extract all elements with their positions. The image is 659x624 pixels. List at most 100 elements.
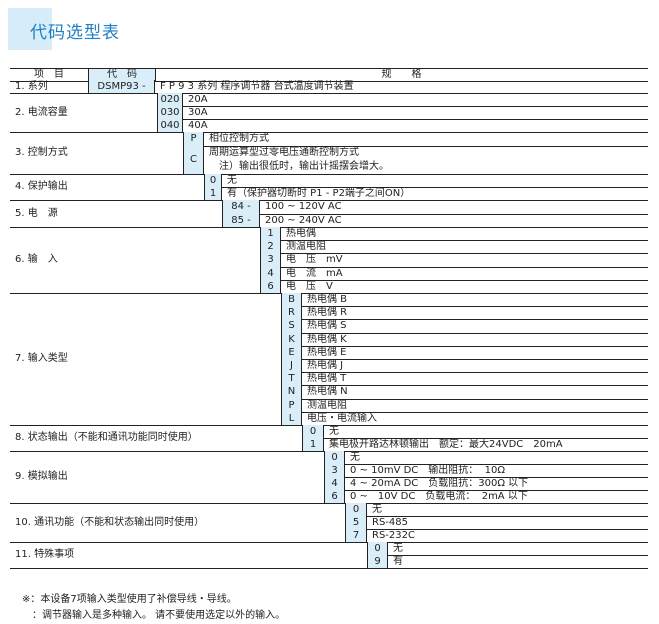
option-description: 周期运算型过零电压通断控制方式 注）输出很低时，输出计摇摆会增大。 bbox=[209, 147, 389, 172]
option-description: 测温电阻 bbox=[307, 399, 347, 411]
option-description: 电 压 V bbox=[286, 280, 333, 292]
option-divider bbox=[302, 438, 648, 439]
option-code: 020 bbox=[157, 93, 183, 106]
option-code: 040 bbox=[157, 119, 183, 132]
option-code: R bbox=[281, 306, 302, 320]
group-label: 4. 保护输出 bbox=[15, 181, 68, 192]
option-code: 1 bbox=[260, 227, 281, 241]
option-description: 无 bbox=[393, 543, 403, 554]
option-code: T bbox=[281, 372, 302, 386]
option-code: 030 bbox=[157, 106, 183, 119]
option-code: 0 bbox=[302, 425, 324, 438]
option-divider bbox=[281, 372, 648, 374]
row-divider bbox=[10, 425, 648, 426]
option-divider bbox=[367, 555, 648, 556]
option-code: 5 bbox=[345, 516, 367, 529]
option-divider bbox=[183, 146, 648, 147]
option-code: DSMP93 - bbox=[88, 80, 155, 93]
option-code: 84 - bbox=[222, 200, 260, 214]
option-description: 热电偶 N bbox=[307, 386, 348, 398]
option-divider bbox=[260, 266, 648, 268]
option-code: 2 bbox=[260, 240, 281, 254]
option-code: 6 bbox=[324, 490, 345, 503]
group-label: 6. 输 入 bbox=[15, 254, 58, 265]
option-divider bbox=[281, 332, 648, 334]
option-description: 4 ~ 20mA DC 负载阻抗：300Ω 以下 bbox=[350, 478, 529, 489]
option-divider bbox=[345, 529, 648, 530]
option-code: B bbox=[281, 293, 302, 307]
row-divider bbox=[10, 503, 648, 504]
row-divider bbox=[10, 293, 648, 294]
row-divider bbox=[10, 93, 648, 94]
option-description: 无 bbox=[350, 452, 360, 463]
group-label: 5. 电 源 bbox=[15, 208, 58, 219]
option-code: P bbox=[281, 398, 302, 412]
option-description: 20A bbox=[188, 94, 208, 105]
group-label: 2. 电流容量 bbox=[15, 107, 68, 118]
option-description: 测温电阻 bbox=[286, 241, 326, 253]
option-divider bbox=[260, 253, 648, 255]
option-code: 1 bbox=[302, 438, 324, 451]
row-divider bbox=[10, 132, 648, 133]
option-code: P bbox=[183, 132, 204, 146]
option-description: 无 bbox=[372, 504, 382, 515]
option-divider bbox=[324, 490, 648, 491]
row-divider bbox=[10, 227, 648, 228]
option-code: 4 bbox=[260, 266, 281, 280]
option-description: 热电偶 S bbox=[307, 320, 347, 332]
option-description: 无 bbox=[227, 175, 237, 186]
group-label: 9. 模拟输出 bbox=[15, 471, 68, 482]
row-divider bbox=[10, 568, 648, 569]
option-description: 0 ~ 10mV DC 输出阻抗： 10Ω bbox=[350, 465, 505, 476]
option-divider bbox=[281, 398, 648, 400]
option-description: RS-485 bbox=[372, 517, 408, 528]
option-code: E bbox=[281, 345, 302, 359]
group-label: 11. 特殊事项 bbox=[15, 549, 75, 560]
row-divider bbox=[10, 542, 648, 543]
option-code: 6 bbox=[260, 279, 281, 293]
option-divider bbox=[281, 359, 648, 360]
option-description: 热电偶 T bbox=[307, 373, 347, 385]
note-2: ：调节器输入是多种输入。 请不要使用选定以外的输入。 bbox=[22, 610, 286, 621]
option-description: 集电极开路达林顿输出 额定：最大24VDC 20mA bbox=[329, 439, 563, 450]
option-code: 0 bbox=[204, 174, 222, 187]
group-label: 3. 控制方式 bbox=[15, 147, 68, 158]
option-divider bbox=[281, 306, 648, 308]
option-divider bbox=[157, 119, 648, 120]
option-divider bbox=[222, 213, 648, 215]
option-divider bbox=[345, 516, 648, 517]
option-divider bbox=[260, 279, 648, 281]
option-code: 1 bbox=[204, 187, 222, 200]
option-description: 相位控制方式 bbox=[209, 133, 269, 144]
option-divider bbox=[157, 106, 648, 107]
option-code: 3 bbox=[260, 253, 281, 267]
option-description: RS-232C bbox=[372, 530, 415, 541]
option-code: 9 bbox=[367, 555, 388, 568]
option-code: 7 bbox=[345, 529, 367, 542]
title-decoration bbox=[8, 8, 52, 50]
option-description: 热电偶 J bbox=[307, 360, 344, 371]
option-divider bbox=[260, 240, 648, 242]
option-description: 热电偶 B bbox=[307, 294, 348, 305]
option-description: 热电偶 bbox=[286, 228, 316, 239]
option-code: 85 - bbox=[222, 213, 260, 227]
option-code: K bbox=[281, 332, 302, 346]
header-spec: 规 格 bbox=[155, 68, 648, 82]
option-divider bbox=[281, 345, 648, 347]
row-divider bbox=[10, 174, 648, 175]
option-description: 电 压 mV bbox=[286, 254, 343, 266]
option-description: 电 流 mA bbox=[286, 267, 343, 279]
option-divider bbox=[281, 385, 648, 387]
option-code: 0 bbox=[345, 503, 367, 516]
option-description: 30A bbox=[188, 107, 208, 118]
option-description: 电压・电流输入 bbox=[307, 412, 377, 424]
option-divider bbox=[324, 464, 648, 465]
option-code: L bbox=[281, 411, 302, 425]
option-description: 有（保护器切断时 P1 - P2端子之间ON） bbox=[227, 188, 411, 199]
option-description: 无 bbox=[329, 426, 339, 437]
option-code: N bbox=[281, 385, 302, 399]
option-code: 0 bbox=[324, 451, 345, 464]
group-label: 7. 输入类型 bbox=[15, 353, 68, 364]
group-label: 10. 通讯功能（不能和状态输出同时使用） bbox=[15, 517, 205, 528]
option-description: F P 9 3 系列 程序调节器 台式温度调节装置 bbox=[160, 81, 354, 92]
